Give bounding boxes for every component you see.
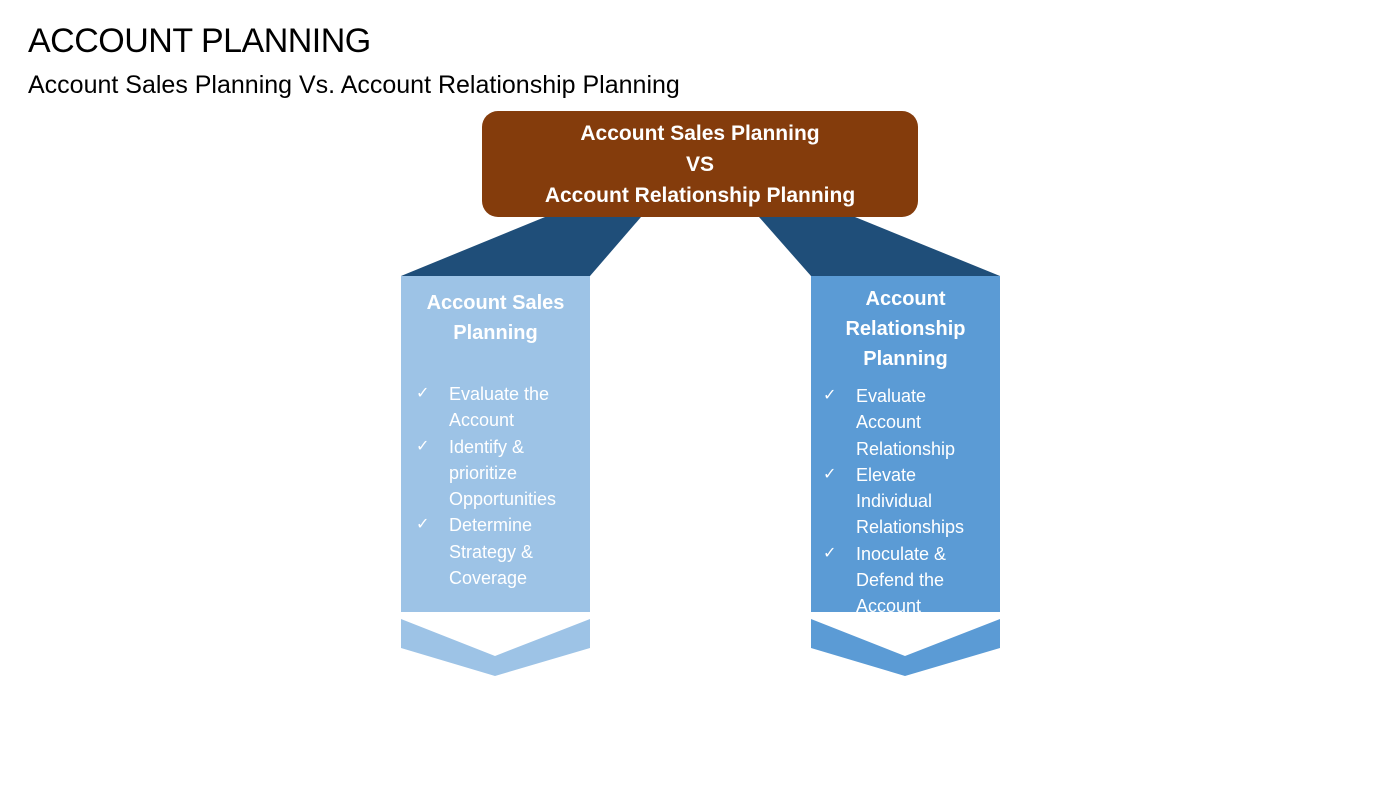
list-item-line: Defend the xyxy=(856,570,945,591)
comparison-vs-label: VS xyxy=(685,152,714,176)
right-panel-heading: Account Relationship Planning xyxy=(811,284,1000,374)
check-icon: ✓ xyxy=(823,544,837,562)
right-panel-heading-line: Account xyxy=(865,288,946,310)
list-item-line: Strategy & xyxy=(449,541,534,562)
list-item-line: Opportunities xyxy=(449,489,557,510)
list-item-line: prioritize xyxy=(449,462,518,483)
list-item-line: Account xyxy=(856,412,922,433)
left-panel-heading-line: Account Sales xyxy=(426,292,565,314)
right-panel-heading-line: Planning xyxy=(863,348,948,370)
left-connector xyxy=(401,217,641,276)
right-panel-list: ✓ Evaluate Account Relationship ✓ Elevat… xyxy=(823,383,999,620)
list-item: ✓ Evaluate Account Relationship xyxy=(823,383,999,462)
left-panel-chevron xyxy=(401,619,590,676)
list-item-line: Relationship xyxy=(856,438,956,459)
check-icon: ✓ xyxy=(416,437,430,455)
list-item-line: Identify & xyxy=(449,436,525,457)
list-item-line: Inoculate & xyxy=(856,543,947,564)
page-subtitle: Account Sales Planning Vs. Account Relat… xyxy=(28,71,680,99)
check-icon: ✓ xyxy=(823,465,837,483)
list-item: ✓ Determine Strategy & Coverage xyxy=(416,512,588,591)
left-panel-body xyxy=(401,276,590,612)
check-icon: ✓ xyxy=(823,387,837,404)
list-item-line: Determine xyxy=(449,515,533,536)
right-panel-chevron xyxy=(811,619,1000,676)
check-icon: ✓ xyxy=(416,516,430,534)
list-item-line: Individual xyxy=(856,491,933,512)
left-panel-heading-line: Planning xyxy=(453,322,538,344)
comparison-title-line: Account Relationship Planning xyxy=(544,183,856,207)
left-panel-heading: Account Sales Planning xyxy=(401,288,590,348)
list-item-line: Relationships xyxy=(856,517,965,538)
list-item-line: Elevate xyxy=(856,464,917,485)
list-item-line: Account xyxy=(449,410,515,431)
comparison-title-line: Account Sales Planning xyxy=(580,121,820,145)
list-item-line: Evaluate the xyxy=(449,384,550,404)
list-item-line: Evaluate xyxy=(856,386,927,406)
list-item-line: Account xyxy=(856,596,922,617)
right-panel-heading-line: Relationship xyxy=(845,318,966,340)
list-item: ✓ Inoculate & Defend the Account xyxy=(823,541,999,620)
list-item: ✓ Identify & prioritize Opportunities xyxy=(416,434,588,513)
comparison-title-box: Account Sales Planning VS Account Relati… xyxy=(482,111,918,217)
list-item-line: Coverage xyxy=(449,568,528,589)
list-item: ✓ Evaluate the Account xyxy=(416,381,588,434)
page-title: ACCOUNT PLANNING xyxy=(28,22,371,60)
left-panel-list: ✓ Evaluate the Account ✓ Identify & prio… xyxy=(416,381,588,591)
right-connector xyxy=(759,217,1000,276)
list-item: ✓ Elevate Individual Relationships xyxy=(823,462,999,541)
right-panel-body xyxy=(811,276,1000,612)
check-icon: ✓ xyxy=(416,385,430,402)
